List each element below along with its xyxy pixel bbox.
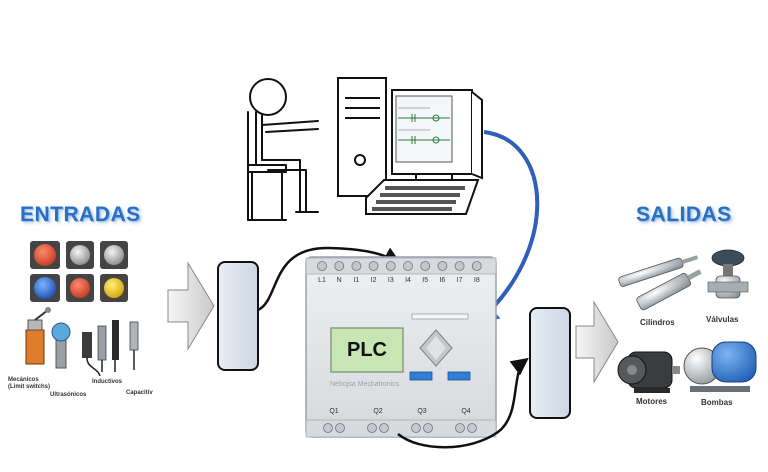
input-terminal-screw <box>334 261 345 271</box>
input-terminal-screw <box>403 261 413 271</box>
computer-monitor <box>391 89 483 183</box>
input-terminal-screw <box>368 261 379 271</box>
computer-keyboard <box>365 179 480 215</box>
input-terminal-label: I5 <box>422 277 429 284</box>
input-terminal-label: I3 <box>387 277 394 284</box>
output-terminal-screw <box>335 423 345 433</box>
label-inductivos: Inductivos <box>92 379 123 385</box>
output-terminal-label: Q2 <box>373 408 383 415</box>
output-terminal-label: Q3 <box>417 408 427 415</box>
output-terminal-screw <box>423 423 433 433</box>
input-flow-arrow <box>167 261 215 351</box>
label-cilindros: Cilindros <box>640 318 675 327</box>
ultrasonic-sensor <box>51 322 71 369</box>
label-motores: Motores <box>636 397 668 406</box>
electric-motor <box>617 351 680 393</box>
input-terminal-screw <box>385 261 396 271</box>
output-terminal-label: Q4 <box>461 408 471 415</box>
input-terminal-screw <box>471 261 482 271</box>
input-terminal-screw <box>317 261 327 271</box>
output-terminal-screw <box>411 423 421 433</box>
input-terminal-label: I6 <box>439 277 446 284</box>
label-mecanicos: Mecánicos <box>8 377 39 383</box>
operator-figure <box>247 78 319 221</box>
label-limit-switch: (Limit switchs) <box>8 384 51 390</box>
limit-switch-sensor <box>25 307 51 365</box>
output-terminal-screw <box>323 423 333 433</box>
label-ultrasonicos: Ultrasónicos <box>50 392 87 398</box>
input-terminal-screw <box>454 261 465 271</box>
pushbutton-group <box>30 241 128 302</box>
plc-brand: Nebojsa Mechatronics <box>330 381 400 388</box>
plc-screen-label: PLC <box>347 338 387 361</box>
input-terminal-label: I8 <box>473 277 480 284</box>
output-terminal-screw <box>455 423 465 433</box>
output-terminal-screw <box>379 423 389 433</box>
input-terminal-label: N <box>336 277 342 284</box>
input-module <box>217 261 259 371</box>
inductive-sensor-b <box>97 325 107 372</box>
input-terminal-screw <box>437 261 448 271</box>
output-flow-arrow <box>575 300 619 384</box>
input-terminal-label: I2 <box>370 277 377 284</box>
programming-link-arrow <box>474 130 540 326</box>
output-terminal-screw <box>467 423 477 433</box>
computer-tower <box>337 77 387 197</box>
capacitive-sensor-b <box>129 321 139 370</box>
input-terminal-screw <box>420 261 431 271</box>
valve-actuator <box>707 249 749 299</box>
output-terminal-label: Q1 <box>329 408 339 415</box>
output-terminal-screw <box>367 423 377 433</box>
input-terminal-label: L1 <box>318 277 326 284</box>
label-capacitiv: Capacitiv <box>126 390 153 396</box>
inductive-sensor-a <box>82 332 101 377</box>
input-link-arrow <box>257 246 402 312</box>
input-terminal-label: I4 <box>405 277 411 284</box>
input-terminal-label: I1 <box>353 277 360 284</box>
inputs-heading: ENTRADAS <box>20 203 141 226</box>
label-bombas: Bombas <box>701 398 733 407</box>
plc-unit <box>305 256 497 438</box>
output-module <box>529 307 571 419</box>
cylinder-actuators <box>618 255 702 311</box>
output-link-arrow <box>397 357 529 449</box>
input-terminal-screw <box>351 261 362 271</box>
pump <box>683 341 757 392</box>
outputs-heading: SALIDAS <box>636 203 732 226</box>
input-terminal-label: I7 <box>456 277 463 284</box>
label-valvulas: Válvulas <box>706 315 739 324</box>
capacitive-sensor-a <box>112 320 119 372</box>
